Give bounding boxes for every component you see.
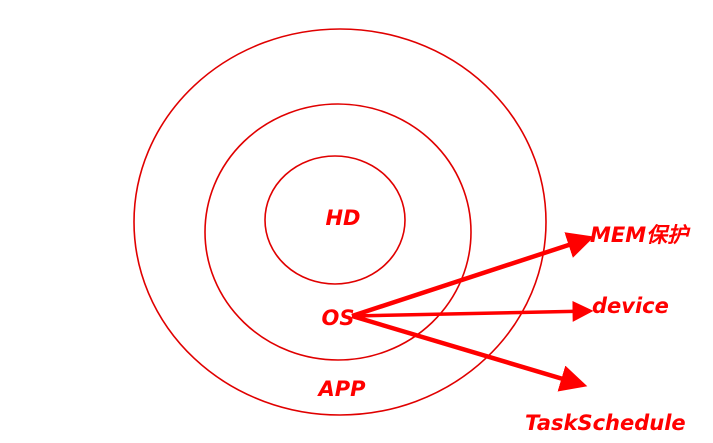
label-os: OS	[322, 306, 355, 330]
label-device: device	[592, 294, 669, 318]
middle-ring-os	[204, 103, 472, 361]
label-task-schedule: TaskSchedule	[525, 411, 686, 435]
label-hd: HD	[325, 206, 360, 230]
arrow-to-device	[351, 300, 594, 322]
label-mem-protect: MEM保护	[590, 223, 691, 247]
arrow-to-mem	[351, 232, 595, 319]
label-app: APP	[316, 377, 366, 401]
arrow-to-task	[351, 313, 588, 392]
inner-ring-hd	[264, 155, 406, 285]
outer-ring-app	[133, 28, 547, 416]
